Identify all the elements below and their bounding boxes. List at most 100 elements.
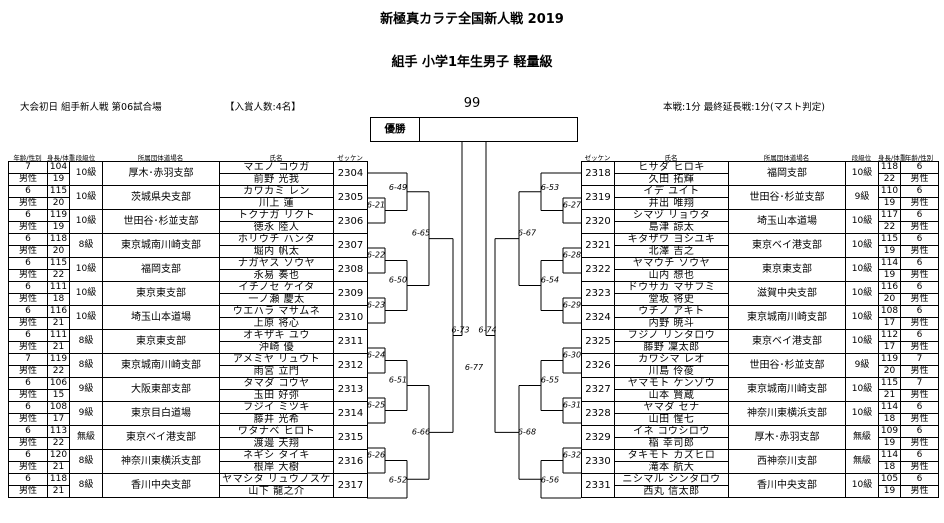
player-rank: 10級 [845,161,879,186]
page-title: 新極真カラテ全国新人戦 2019 [380,12,564,27]
match-label: 6-65 [412,229,430,238]
match-label: 6-28 [563,251,581,260]
player-zekken: 2324 [581,305,615,330]
player-gender: 男性 [900,485,939,498]
hdr-hw-right: 身長/体重 [878,154,907,162]
player-zekken: 2309 [333,281,368,306]
player-zekken: 2307 [333,233,368,258]
player-name: 西丸 信太郎 [614,485,729,498]
player-dojo: 東京ベイ港支部 [728,329,846,354]
match-label: 6-55 [541,376,559,385]
time-info: 本戦:1分 最終延長戦:1分(マスト判定) [663,102,825,113]
player-zekken: 2316 [333,449,368,474]
match-label: 6-27 [563,201,582,210]
match-label: 6-73 [451,326,469,335]
player-gender: 男性 [900,389,939,402]
hdr-rank-left: 段級位 [75,154,96,162]
player-rank: 10級 [845,329,879,354]
match-label: 6-52 [389,475,407,484]
match-label: 6-77 [465,363,484,372]
player-dojo: 埼玉山本道場 [102,305,220,330]
match-label: 6-24 [367,351,385,360]
match-label: 6-68 [518,427,536,436]
champion-label: 優勝 [371,118,420,141]
player-zekken: 2330 [581,449,615,474]
player-dojo: 福岡支部 [728,161,846,186]
match-label: 6-74 [478,326,496,335]
player-zekken: 2317 [333,473,368,498]
player-dojo: 神奈川東横浜支部 [102,449,220,474]
player-zekken: 2321 [581,233,615,258]
match-label: 6-26 [367,451,385,460]
match-label: 6-50 [389,276,407,285]
match-label: 6-30 [563,351,581,360]
player-rank: 8級 [69,449,103,474]
player-dojo: 東京城南川崎支部 [728,377,846,402]
player-dojo: 東京城南川崎支部 [728,305,846,330]
player-zekken: 2320 [581,209,615,234]
player-zekken: 2315 [333,425,368,450]
match-label: 6-53 [541,183,559,192]
player-rank: 10級 [69,257,103,282]
hdr-rank-right: 段級位 [851,154,872,162]
player-dojo: 東京ベイ港支部 [728,233,846,258]
hdr-age-gender-left: 年齢/性別 [13,154,42,162]
player-zekken: 2305 [333,185,368,210]
player-rank: 8級 [69,353,103,378]
player-dojo: 香川中央支部 [102,473,220,498]
player-weight: 19 [878,485,901,498]
player-weight: 19 [47,173,70,186]
player-dojo: 東京城南川崎支部 [102,233,220,258]
match-label: 6-22 [367,251,385,260]
match-label: 6-25 [367,401,385,410]
hdr-dojo-right: 所属団体道場名 [763,154,810,162]
hdr-zekken-right: ゼッケン [584,154,611,162]
division-title: 組手 小学1年生男子 軽量級 [391,55,553,70]
player-dojo: 西神奈川支部 [728,449,846,474]
player-rank: 9級 [69,377,103,402]
player-rank: 10級 [69,185,103,210]
player-dojo: 東京東支部 [728,257,846,282]
player-dojo: 東京ベイ港支部 [102,425,220,450]
hdr-hw-left: 身長/体重 [47,154,76,162]
hdr-name-right: 氏名 [664,154,678,162]
player-zekken: 2326 [581,353,615,378]
player-zekken: 2306 [333,209,368,234]
player-zekken: 2308 [333,257,368,282]
player-rank: 10級 [845,305,879,330]
bracket-number: 99 [463,96,481,111]
player-dojo: 滋賀中央支部 [728,281,846,306]
player-zekken: 2327 [581,377,615,402]
match-label: 6-23 [367,301,385,310]
player-dojo: 大阪東部支部 [102,377,220,402]
player-zekken: 2311 [333,329,368,354]
player-name: 山下 龍之介 [219,485,334,498]
player-rank: 10級 [69,161,103,186]
match-label: 6-21 [367,201,385,210]
player-dojo: 世田谷･杉並支部 [728,353,846,378]
